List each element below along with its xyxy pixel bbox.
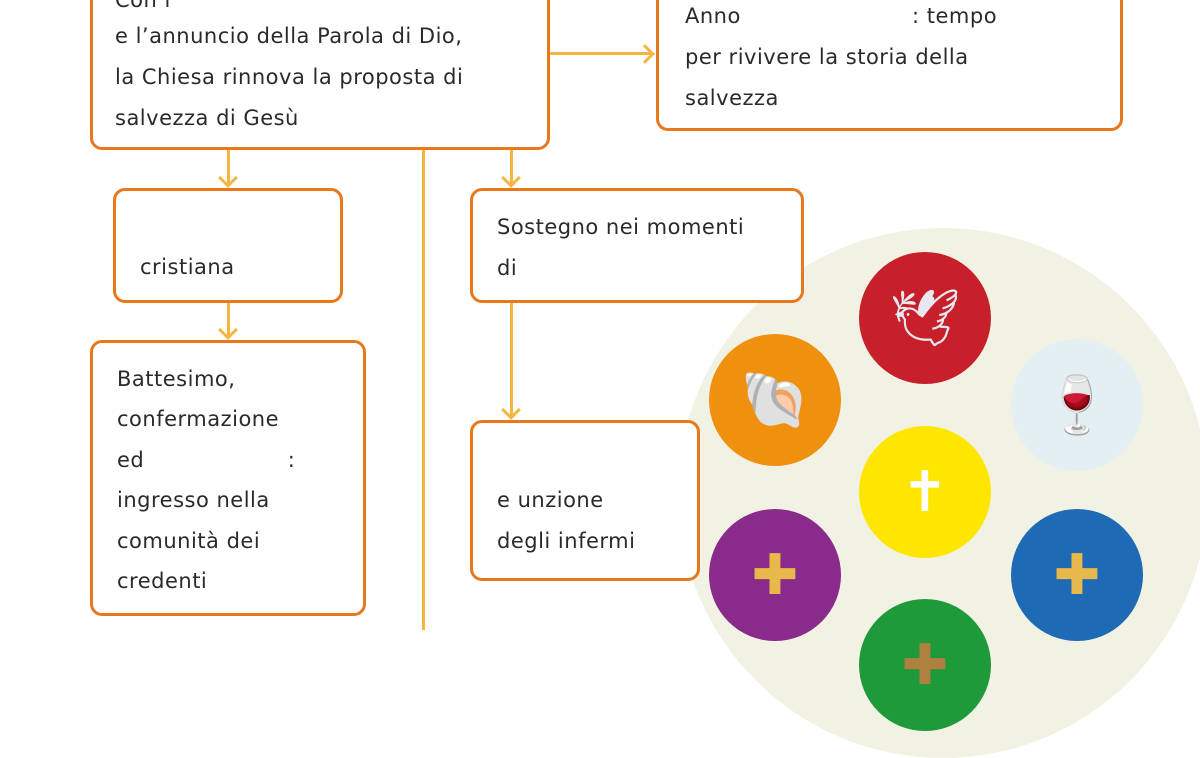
arrow-down-icon bbox=[501, 400, 521, 420]
text-line: Battesimo, bbox=[117, 367, 236, 391]
text-line: ingresso nella bbox=[117, 488, 270, 512]
text-line: Anno bbox=[685, 4, 741, 28]
text-line: salvezza di Gesù bbox=[115, 106, 299, 130]
text-line: salvezza bbox=[685, 86, 779, 110]
text-line: per rivivere la storia della bbox=[685, 45, 969, 69]
text-line: degli infermi bbox=[497, 529, 636, 553]
eucharist-chalice-icon: 🍷 bbox=[1011, 339, 1143, 471]
connector bbox=[510, 148, 513, 184]
arrow-down-icon bbox=[218, 320, 238, 340]
text-line: la Chiesa rinnova la proposta di bbox=[115, 65, 464, 89]
anointing-icon: ✚ bbox=[859, 599, 991, 731]
connector bbox=[548, 52, 652, 55]
holy-orders-book-chalice-icon: ✚ bbox=[1011, 509, 1143, 641]
text-line: Sostegno nei momenti bbox=[497, 215, 745, 239]
arrow-down-icon bbox=[218, 168, 238, 188]
text-line: di bbox=[497, 256, 518, 280]
arrow-down-icon bbox=[501, 168, 521, 188]
penance-hand-icon: ✚ bbox=[709, 509, 841, 641]
box-sostegno: Sostegno nei momenti di bbox=[470, 188, 804, 303]
text-line: cristiana bbox=[140, 255, 235, 279]
text-line: confermazione bbox=[117, 407, 280, 431]
connector bbox=[227, 300, 230, 336]
text-line: credenti bbox=[117, 569, 208, 593]
text-line: e unzione bbox=[497, 488, 604, 512]
text-line: e l’annuncio della Parola di Dio, bbox=[115, 24, 463, 48]
matrimony-cross-candle-icon: ✝ bbox=[859, 426, 991, 558]
text-line: : tempo bbox=[912, 4, 998, 28]
confirmation-dove-icon: 🕊 bbox=[859, 252, 991, 384]
box-main: Con i e l’annuncio della Parola di Dio, … bbox=[90, 0, 550, 150]
text-line: ed : bbox=[117, 448, 296, 472]
box-anno: Anno : tempo per rivivere la storia dell… bbox=[656, 0, 1123, 131]
connector bbox=[227, 148, 230, 184]
connector bbox=[510, 300, 513, 416]
box-unzione: e unzione degli infermi bbox=[470, 420, 700, 581]
baptism-shell-icon: 🐚 bbox=[709, 334, 841, 466]
text-line: Con i bbox=[115, 0, 171, 12]
box-battesimo: Battesimo, confermazione ed : ingresso n… bbox=[90, 340, 366, 616]
box-cristiana: cristiana bbox=[113, 188, 343, 303]
connector bbox=[422, 148, 425, 630]
arrow-right-icon bbox=[635, 44, 655, 64]
text-line: comunità dei bbox=[117, 529, 261, 553]
